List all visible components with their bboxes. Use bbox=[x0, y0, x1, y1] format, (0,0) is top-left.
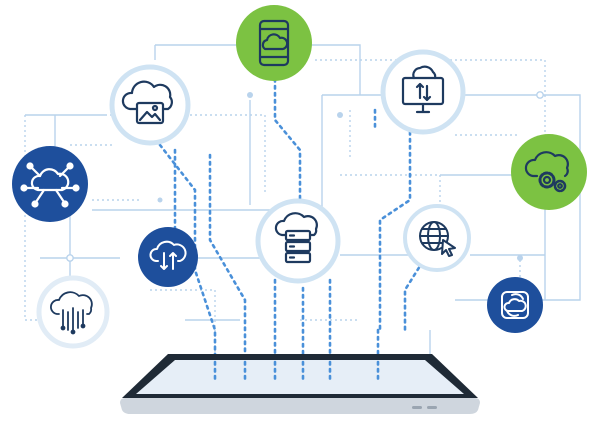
junction-dot bbox=[66, 254, 74, 262]
node-cloud-network bbox=[12, 146, 88, 222]
cloud-transfer-icon bbox=[149, 240, 187, 270]
cloud-sync-icon bbox=[501, 291, 529, 319]
connector-line bbox=[540, 94, 581, 301]
connector-dotted-light bbox=[315, 59, 546, 140]
node-circle bbox=[236, 5, 312, 81]
cloud-data-icon bbox=[50, 291, 93, 335]
cloud-monitor-icon bbox=[401, 65, 445, 114]
cloud-server-icon bbox=[274, 212, 318, 264]
node-cloud-monitor bbox=[380, 49, 466, 135]
node-cloud-mobile bbox=[236, 5, 312, 81]
data-flow-line bbox=[158, 143, 217, 380]
data-flow-line bbox=[378, 123, 412, 332]
junction-dots bbox=[66, 91, 544, 262]
node-cloud-settings bbox=[511, 134, 587, 210]
junction-dot bbox=[536, 91, 544, 99]
connector-dotted-light bbox=[340, 174, 441, 240]
node-circle bbox=[12, 146, 88, 222]
tablet-button bbox=[412, 406, 422, 409]
node-ring bbox=[380, 49, 466, 135]
cloud-image-icon bbox=[121, 80, 173, 125]
junction-dot bbox=[247, 92, 253, 98]
data-flow-line bbox=[208, 153, 247, 380]
junction-dot bbox=[517, 255, 523, 261]
junction-dot bbox=[337, 112, 343, 118]
node-cloud-image bbox=[109, 64, 191, 146]
tablet-device bbox=[120, 354, 480, 414]
tablet-base bbox=[120, 398, 480, 414]
data-flow-lines-screen bbox=[213, 360, 380, 384]
node-ring bbox=[403, 204, 471, 272]
junction-dot bbox=[157, 197, 163, 203]
node-circle bbox=[138, 227, 198, 287]
tablet-screen bbox=[136, 360, 464, 394]
node-cloud-transfer bbox=[138, 227, 198, 287]
cloud-mobile-icon bbox=[258, 19, 290, 67]
tablet-button bbox=[427, 406, 437, 409]
node-cloud-server bbox=[255, 198, 341, 284]
connector-dotted-light bbox=[105, 114, 266, 195]
connector-line bbox=[155, 44, 361, 95]
node-cloud-sync bbox=[487, 277, 543, 333]
data-flow-line bbox=[273, 63, 302, 207]
node-cloud-data bbox=[36, 275, 110, 349]
cloud-network-icon bbox=[20, 162, 80, 208]
cloud-settings-icon bbox=[524, 151, 569, 193]
data-flow-lines bbox=[158, 63, 432, 380]
node-globe-cursor bbox=[403, 204, 471, 272]
globe-cursor-icon bbox=[419, 221, 456, 257]
node-circle bbox=[487, 277, 543, 333]
